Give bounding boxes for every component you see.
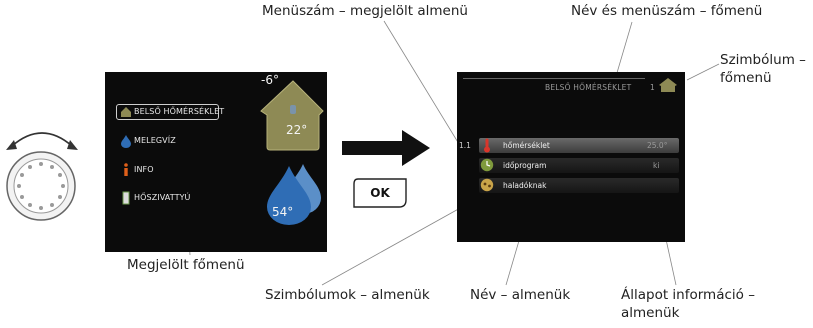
submenu-item-label: időprogram [503,161,547,170]
clock-icon [480,158,494,172]
callout-status-info-line2: almenük [621,305,680,321]
header-title: BELSŐ HŐMÉRSÉKLET [545,83,632,92]
callout-status-info-line1: Állapot információ – [621,287,755,303]
submenu-item-label: hőmérséklet [503,141,550,150]
advanced-gear-icon [480,178,494,192]
info-icon [124,163,128,176]
callout-marked-main-menu: Megjelölt főmenü [127,257,245,273]
header-rule [463,78,645,79]
submenu-item-status: ki [653,161,660,170]
main-menu-screen: BELSŐ HŐMÉRSÉKLET MELEGVÍZ INFO HŐSZIVAT… [105,72,327,252]
callout-menu-number-marked-submenu: Menüszám – megjelölt almenü [262,3,468,19]
submenu-item-status: 25.0° [647,141,668,150]
callout-name-submenus: Név – almenük [470,287,571,303]
outdoor-temperature: -6° [261,73,279,87]
callout-symbol-main-line1: Szimbólum – [720,52,806,68]
leader-menu-number [383,20,460,145]
house-icon [659,78,677,92]
house-graphic [260,80,324,151]
rotate-arrow-head-left [6,140,17,150]
submenu-item-schedule[interactable]: időprogram ki [479,158,679,173]
house-icon [121,107,131,117]
rotate-arrow-line [11,132,73,147]
main-menu-item-indoor-temperature[interactable]: BELSŐ HŐMÉRSÉKLET [118,105,224,119]
water-drop-icon [121,135,131,148]
main-menu-item-info[interactable]: INFO [118,163,218,177]
header-menu-number: 1 [650,83,655,92]
leader-symbol-main [686,63,720,81]
thermometer-icon [484,138,490,153]
submenu-screen: BELSŐ HŐMÉRSÉKLET 1 1.1 hőmérséklet 25.0… [457,72,685,242]
main-menu-item-label: HŐSZIVATTYÚ [134,193,191,202]
submenu-item-advanced[interactable]: haladóknak [479,178,679,193]
main-menu-item-label: BELSŐ HŐMÉRSÉKLET [134,107,225,116]
callout-symbols-submenus: Szimbólumok – almenük [265,287,430,303]
water-drops-graphic [267,164,321,225]
main-menu-selection-frame [116,104,219,120]
rotate-arrow-head-right [67,140,78,150]
heat-pump-icon [122,191,130,205]
leader-symbols-submenus [321,196,481,286]
main-menu-item-label: MELEGVÍZ [134,136,176,145]
submenu-item-temperature[interactable]: hőmérséklet 25.0° [479,138,679,153]
callout-name-and-menu-number-main: Név és menüszám – főmenü [571,3,763,19]
selected-menu-number: 1.1 [459,141,471,150]
callout-symbol-main-line2: főmenü [720,70,772,86]
ok-button-label: OK [370,186,390,200]
main-menu-item-label: INFO [134,165,154,174]
ok-button[interactable]: OK [352,178,408,208]
control-knob[interactable] [6,151,76,221]
main-menu-item-heat-pump[interactable]: HŐSZIVATTYÚ [118,191,218,205]
submenu-selection-bar [479,138,679,153]
submenu-item-label: haladóknak [503,181,547,190]
main-menu-item-hot-water[interactable]: MELEGVÍZ [118,134,218,148]
hot-water-temperature: 54° [272,205,294,219]
indoor-temperature: 22° [286,123,308,137]
navigation-arrow [342,130,430,166]
